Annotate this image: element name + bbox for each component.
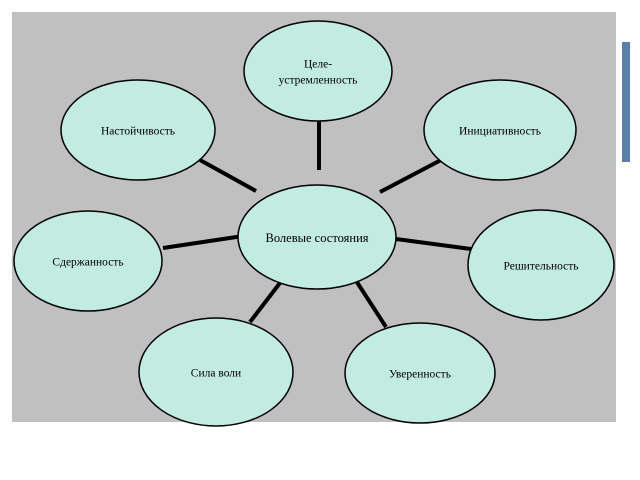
node-nastoychivost: Настойчивость: [60, 79, 216, 181]
center-node: Волевые состояния: [237, 184, 397, 290]
node-label: Настойчивость: [101, 126, 175, 138]
connector-uverennost: [351, 274, 388, 329]
connector-initsiativnost: [379, 158, 442, 194]
node-label: Решительность: [503, 261, 578, 273]
connector-sila-voli: [248, 277, 285, 324]
node-ellipse: [467, 209, 615, 321]
node-initsiativnost: Инициативность: [423, 79, 577, 181]
center-label: Волевые состояния: [265, 231, 368, 245]
center-ellipse: [237, 184, 397, 290]
connector-nastoychivost: [199, 158, 257, 193]
node-label: устремленность: [279, 75, 358, 87]
node-ellipse: [13, 210, 163, 312]
node-tseleustremlennost: Целе-устремленность: [243, 20, 393, 122]
node-label: Сила воли: [191, 368, 241, 380]
connector-sderzhannost: [162, 234, 244, 250]
node-ellipse: [60, 79, 216, 181]
node-label: Уверенность: [389, 369, 451, 381]
node-sderzhannost: Сдержанность: [13, 210, 163, 312]
connector-lines: [162, 120, 472, 329]
concept-nodes: Целе-устремленностьИнициативностьРешител…: [13, 20, 615, 427]
node-label: Целе-: [304, 59, 332, 71]
node-ellipse: [138, 317, 294, 427]
node-sila-voli: Сила воли: [138, 317, 294, 427]
connector-reshitelnost: [395, 237, 472, 251]
node-ellipse: [243, 20, 393, 122]
node-uverennost: Уверенность: [344, 322, 496, 424]
node-ellipse: [344, 322, 496, 424]
node-label: Инициативность: [459, 126, 541, 138]
right-edge-bar: [622, 42, 630, 162]
node-ellipse: [423, 79, 577, 181]
node-label: Сдержанность: [52, 257, 123, 269]
node-reshitelnost: Решительность: [467, 209, 615, 321]
